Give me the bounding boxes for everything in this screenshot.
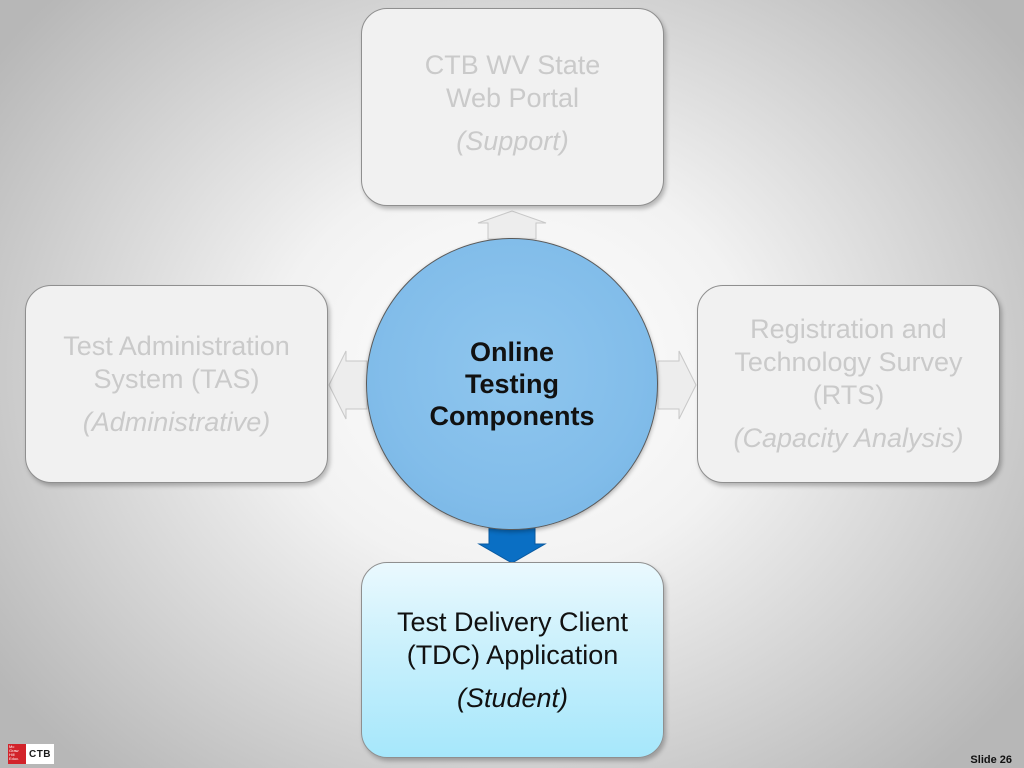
component-title: Registration and Technology Survey (RTS): [734, 314, 963, 410]
component-rts: Registration and Technology Survey (RTS)…: [697, 285, 1000, 483]
component-role: (Administrative): [82, 406, 271, 437]
component-tdc: Test Delivery Client (TDC) Application (…: [361, 562, 664, 758]
arrow-to-top-faded: [477, 210, 547, 240]
component-title: CTB WV State Web Portal: [424, 49, 601, 113]
arrow-to-left-faded: [328, 350, 368, 420]
component-role: (Capacity Analysis): [733, 423, 964, 453]
component-role: (Support): [456, 125, 569, 156]
component-tas: Test Administration System (TAS) (Admini…: [25, 285, 328, 483]
hub-circle: Online Testing Components: [366, 238, 658, 530]
component-title: Test Administration System (TAS): [63, 330, 290, 394]
component-role: (Student): [456, 682, 569, 713]
component-title: Test Delivery Client (TDC) Application: [396, 606, 629, 670]
hub-label: Online Testing Components: [429, 337, 595, 431]
ctb-logo-text: CTB: [26, 744, 54, 764]
slide-number: Slide 26: [970, 754, 1012, 766]
arrow-to-right-faded: [657, 350, 697, 420]
component-web-portal: CTB WV State Web Portal (Support): [361, 8, 664, 206]
